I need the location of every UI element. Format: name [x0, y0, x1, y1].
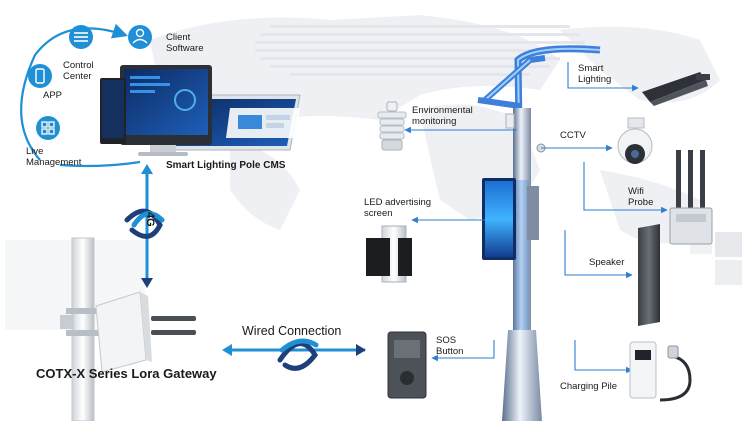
wired-connection-link [222, 338, 366, 371]
smart-pole [477, 45, 601, 421]
label-led-advertising: LED advertising screen [364, 197, 432, 219]
label-environmental-monitoring: Environmental monitoring [412, 105, 473, 127]
cycle-arc-bottom [59, 160, 141, 168]
label-app: APP [43, 90, 63, 101]
label-sos-button: SOS Button [436, 335, 464, 357]
callout-lines [404, 62, 668, 374]
label-control-center: Control Center [63, 60, 94, 82]
cms-cycle [20, 23, 152, 168]
label-client-software: Client Software [166, 32, 204, 54]
label-wired-connection: Wired Connection [242, 324, 342, 338]
lora-gateway [60, 237, 196, 422]
label-live-management: Live Management [26, 146, 82, 168]
cycle-arc-left [20, 23, 128, 161]
label-cctv: CCTV [560, 130, 586, 141]
label-charging-pile: Charging Pile [560, 381, 618, 392]
label-cms-title: Smart Lighting Pole CMS [166, 160, 286, 171]
wifi-probe-device [669, 150, 713, 245]
grid-icon[interactable] [36, 116, 60, 140]
cms-monitors [100, 65, 301, 156]
map-dot-band [255, 25, 585, 76]
environmental-sensor [377, 101, 407, 151]
label-smart-lighting: Smart Lighting [578, 63, 612, 85]
sos-button-device [387, 331, 427, 399]
mobile-icon[interactable] [28, 64, 52, 88]
label-speaker: Speaker [589, 257, 625, 268]
charging-pile-device [629, 341, 692, 402]
speaker-device [638, 224, 660, 326]
label-gateway-title: COTX-X Series Lora Gateway [36, 366, 217, 381]
led-screen-device [366, 225, 412, 283]
cctv-camera [617, 117, 653, 164]
label-4g: 4G [144, 212, 156, 227]
label-wifi-probe: Wifi Probe [628, 186, 654, 208]
link-4g [124, 164, 165, 288]
smart-lighting-lamp [642, 72, 710, 106]
